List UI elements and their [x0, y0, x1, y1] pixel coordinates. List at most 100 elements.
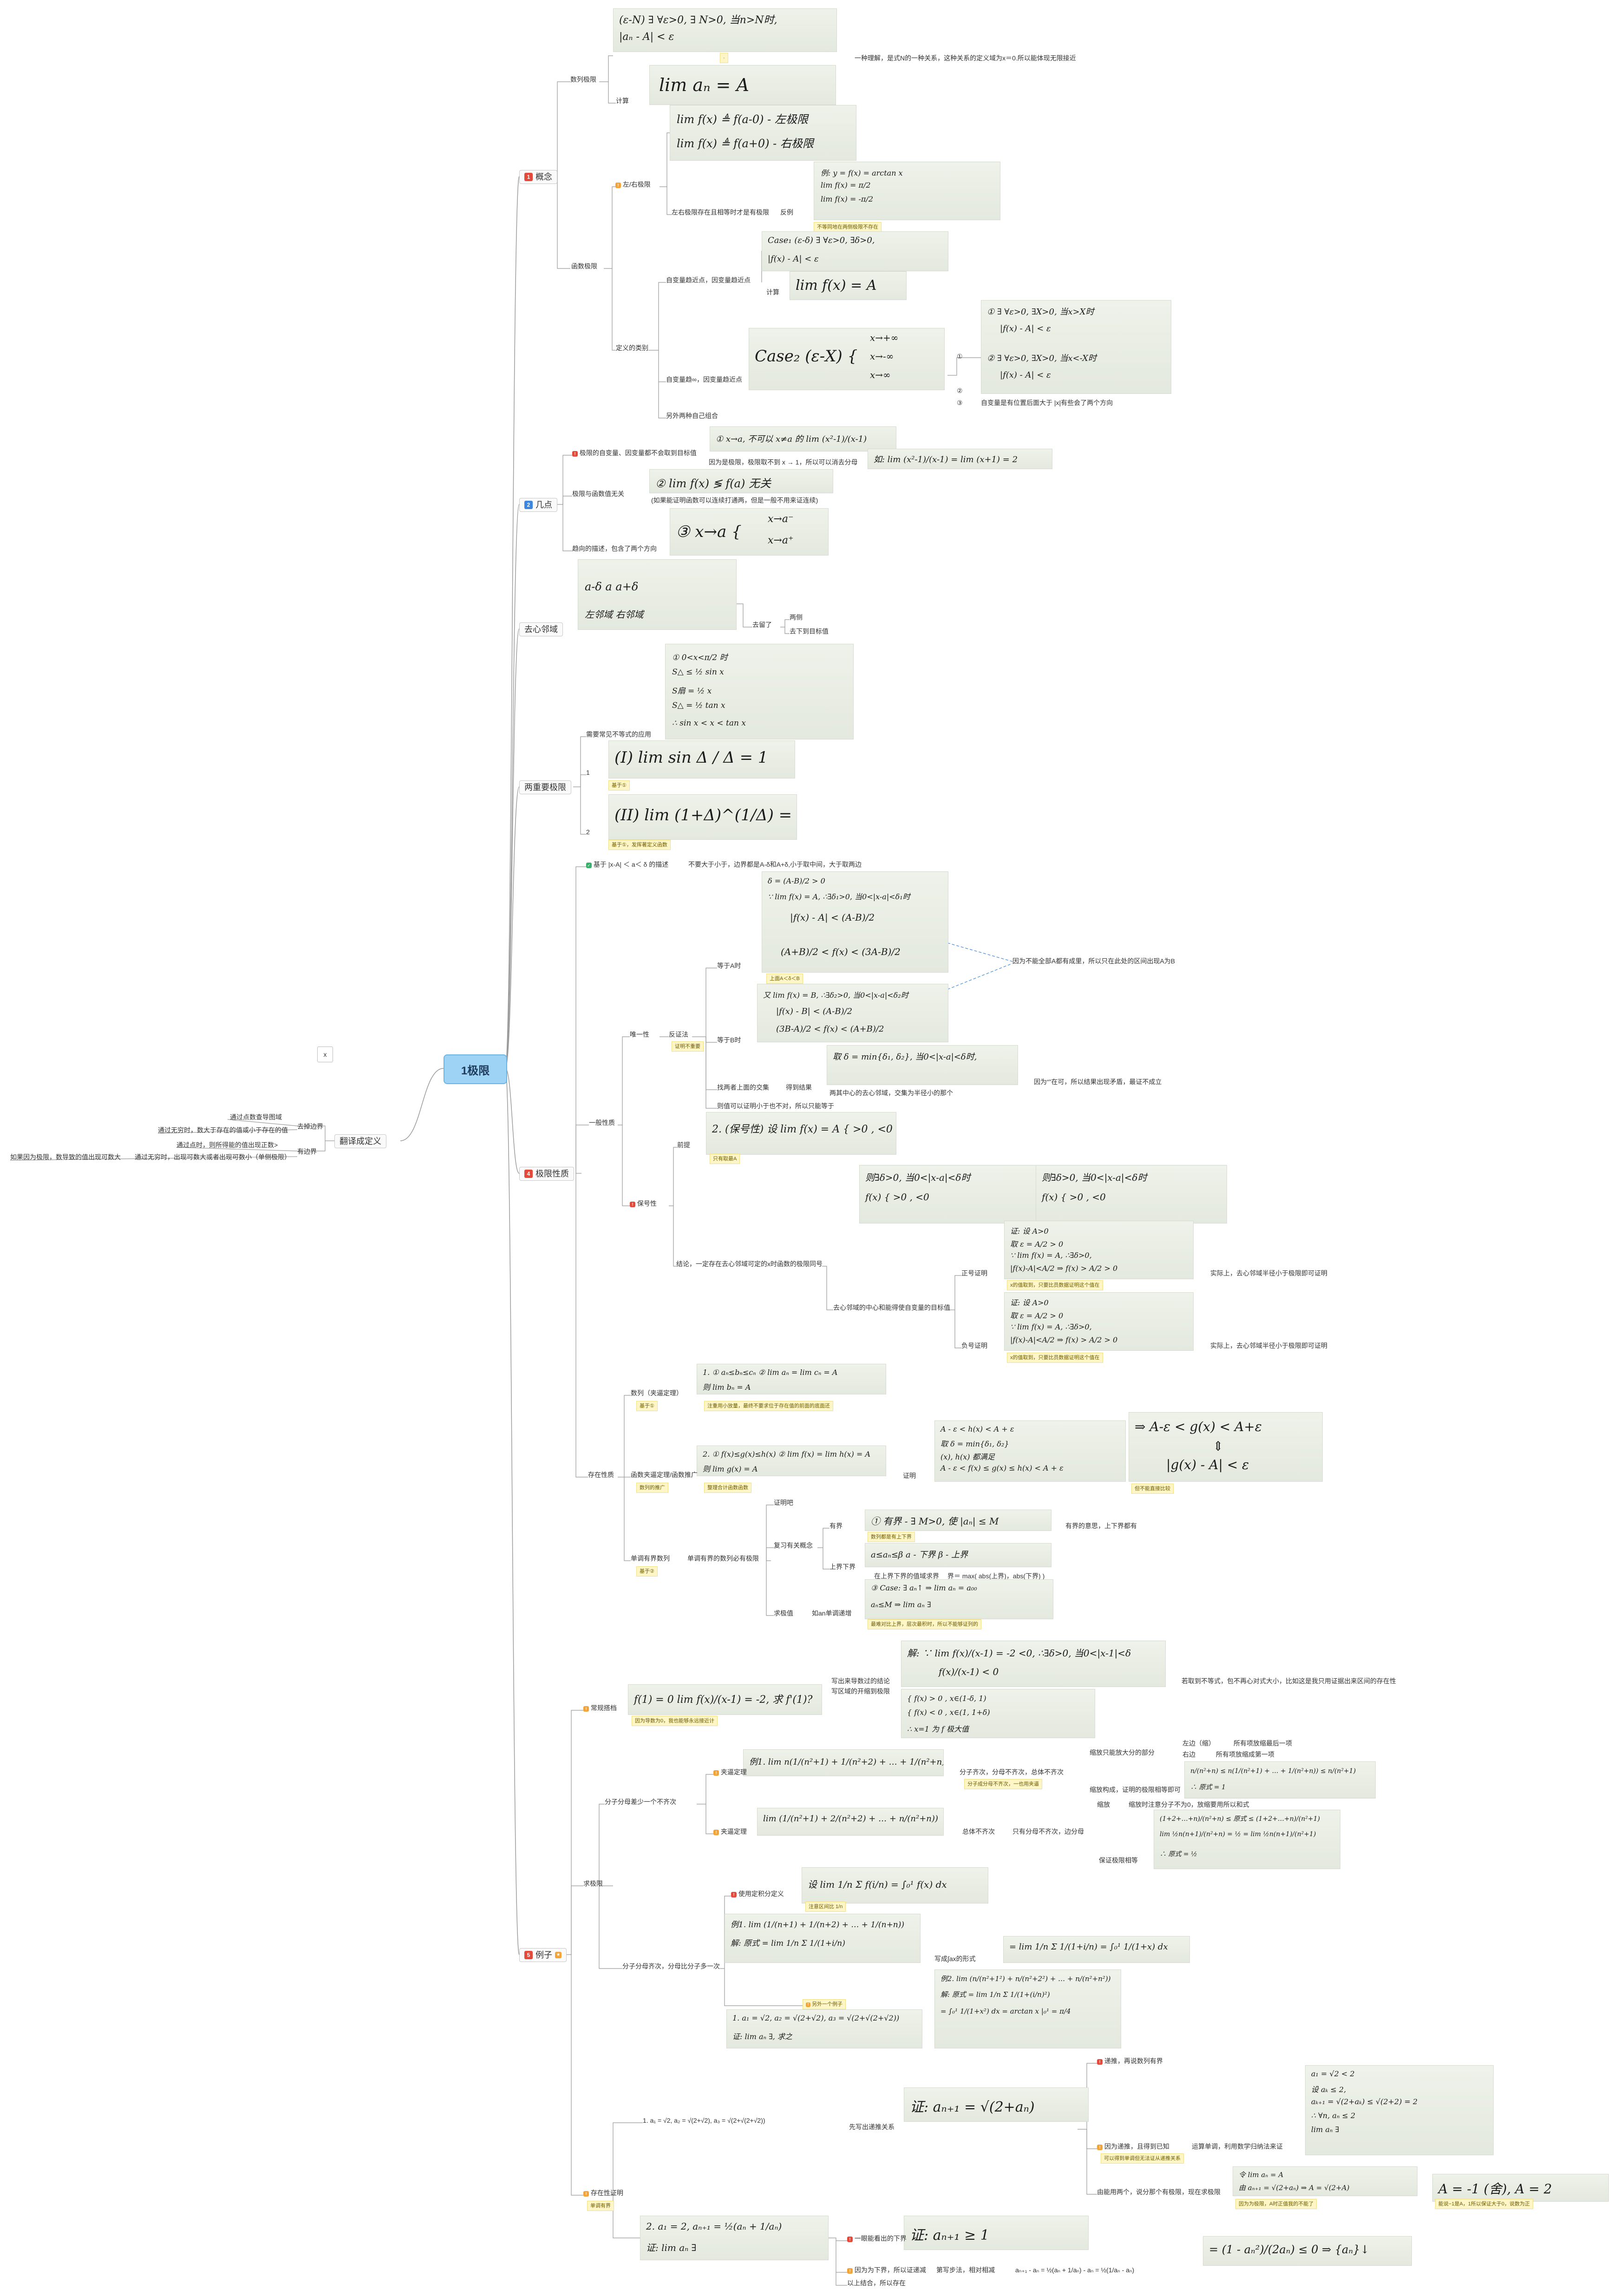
topic-two-limits[interactable]: 两重要极限 [519, 780, 571, 794]
equal-b-label: 等于B时 [717, 1036, 741, 1044]
dashed-note: 因为不能全部A都有成里，所以只在此处的区间出现A为B [1012, 957, 1175, 965]
pr-1 [575, 866, 586, 1174]
uniqueness-label: 唯一性 [630, 1031, 649, 1038]
topic-concept[interactable]: 1 概念 [519, 170, 557, 184]
topic-label: 概念 [535, 172, 552, 182]
pr-4 [618, 1036, 630, 1125]
handwritten-sign-split-image: { f(x) > 0 , x∈(1-δ, 1) { f(x) < 0 , x∈(… [901, 1689, 1095, 1738]
two-limits-label0: 需要常见不等式的应用 [586, 731, 651, 738]
ex-7 [817, 1528, 829, 1548]
pr-8 [705, 1037, 717, 1043]
priority-2-icon: 2 [524, 501, 533, 509]
ex4-diff-text: aₙ₊₁ - aₙ = ½(aₙ + 1/aₙ) - aₙ = ½(1/aₙ -… [1015, 2266, 1135, 2274]
note-marker: · [720, 53, 728, 63]
bounded-label: 有界 [829, 1522, 842, 1530]
handwritten-ub-image: a≤aₙ≤β a - 下界 β - 上界 [865, 1543, 1051, 1567]
pr-3 [575, 1173, 588, 1478]
handwritten-limit-II-image: (II) lim (1+Δ)^(1/Δ) = e [608, 794, 797, 840]
ub-note2: 界＝ max( abs(上界)，abs(下界) ) [947, 1572, 1045, 1580]
local-sign-label: ! 保号性 [630, 1199, 657, 1208]
bounded-r: 有界的意思，上下界都有 [1065, 1522, 1137, 1530]
point-1-note: 因为是极限，极限取不到 x → 1，所以可以消去分母 [709, 458, 858, 466]
one-sided-note: 左右极限存在且相等时才是有极限 [672, 209, 769, 216]
root-topic-line-2 [505, 628, 520, 1069]
collapse-toggle[interactable]: x [317, 1047, 333, 1062]
handwritten-squeeze-proof-image: A - ε < h(x) < A + ε 取 δ = min{δ₁, δ₂} (… [934, 1420, 1126, 1482]
handwritten-neighborhood-image: a-δ a a+δ 左邻域 右邻域 [578, 559, 737, 630]
notation-label: 计算 [616, 97, 629, 105]
proof-r: 保证极限相等 [1099, 1857, 1138, 1864]
root-left-line [400, 1068, 444, 1141]
handwritten-seq-def-image: (ε-N) ∃ ∀ε>0, ∃ N>0, 当n>N时, |aₙ - A| < ε [613, 8, 837, 52]
handwritten-pos-proof-image: 证: 设 A>0 取 ε = A/2 > 0 ∵ lim f(x) = A, ∴… [1004, 1221, 1194, 1279]
pr-15 [954, 1310, 961, 1348]
dashed-1 [947, 942, 1013, 962]
riemann-note: 注意区间比 1/n [805, 1902, 846, 1912]
pr-5 [622, 1125, 630, 1206]
monotone-note: 单调有界的数列必有极限 [687, 1555, 759, 1562]
neighborhood-action: 去留了 [752, 621, 772, 628]
finding-label: 求极限 [583, 1880, 603, 1887]
numer-label: 分子分母差少一个不齐次 [605, 1798, 676, 1805]
one-sided-label: ! 左/右极限 [615, 180, 651, 189]
root-topic-line-0 [505, 176, 520, 1069]
ub-lb-label: 上界下界 [829, 1563, 855, 1570]
topic-translate-definition[interactable]: 翻译成定义 [334, 1134, 386, 1148]
squeeze-func-label: 函数夹逼定理/函数推广 [631, 1471, 698, 1478]
var-a-label: 自变量趋近点，因变量趋近点 [666, 276, 751, 284]
numer2-label: 分子分母齐次，分母比分子多一次 [622, 1962, 720, 1970]
limit-II-note: 基于①，发挥著定义函数 [608, 840, 671, 850]
topic-points[interactable]: 2 几点 [519, 498, 557, 512]
another-ex-label: ! 另外一个例子 [803, 1999, 846, 2009]
limit-index-1: 1 [586, 769, 590, 776]
ex3-label-text: 1. a₁ = √2, a₂ = √(2+√2), a₃ = √(2+√(2+√… [643, 2117, 765, 2124]
riemann-label: ! 使用定积分定义 [731, 1890, 784, 1898]
eg-9 [724, 1969, 803, 2006]
handwritten-limit-eq-image: 令 lim aₙ = A 由 aₙ₊₁ = √(2+aₙ) ⇒ A = √(2+… [1233, 2166, 1417, 2196]
find-note: 最难对比上界，层次最积时，所以不能够证列的 [868, 1619, 981, 1629]
equal-a-label: 等于A时 [717, 962, 741, 969]
ex3-note: ! 因为递推，且得到已知 [1097, 2142, 1169, 2151]
conclusion-b: 因为“”在可，所以结果出现矛盾，最证不成立 [1034, 1078, 1162, 1086]
riemann-r: 写成∫ax的形式 [934, 1955, 976, 1962]
monotone-note2: 基于② [636, 1566, 658, 1576]
priority-4-icon: 4 [524, 1170, 533, 1178]
ex-3 [624, 1477, 631, 1561]
ex1-note: 分子齐次，分母不齐次，总体不齐次 [960, 1768, 1064, 1776]
shrink-label: 缩放 [1097, 1801, 1110, 1808]
eg-13 [836, 2241, 847, 2273]
topic-examples[interactable]: 5 例子 ★ [519, 1948, 567, 1962]
eg-11 [613, 2195, 640, 2238]
pr-9 [705, 1037, 717, 1090]
topic-label: 翻译成定义 [340, 1137, 381, 1146]
compute-first-r: 若取到不等式，包不再心对式大小，比如这是我只用证据出来区间的存在性 [1182, 1677, 1396, 1685]
shrink-r: 缩放时注意分子不为0，放缩要用所以和式 [1129, 1801, 1249, 1808]
squeeze-label: 数列（夹逼定理） [631, 1389, 683, 1397]
ex3-note2: 可以得到单调但无法证从递推关系 [1101, 2153, 1184, 2164]
handwritten-ex3-image: 1. a₁ = √2, a₂ = √(2+√2), a₃ = √(2+√(2+√… [726, 2009, 922, 2048]
neg-proof-label: 负号证明 [961, 1342, 987, 1349]
handwritten-ex2-proof-image: (1+2+…+n)/(n²+n) ≤ 原式 ≤ (1+2+…+n)/(n²+1)… [1154, 1810, 1340, 1869]
topic-label: 两重要极限 [524, 783, 566, 792]
left-has-boundary: 有边界 [297, 1148, 317, 1155]
prove-it-label: 证明吧 [774, 1499, 793, 1506]
eg-2 [571, 1885, 583, 1955]
root-node[interactable]: 1极限 [444, 1054, 507, 1084]
find-r: 如an单调递增 [812, 1609, 852, 1617]
topic-neighborhood[interactable]: 去心邻域 [519, 622, 563, 636]
proof-note2: 上面A＜δ＜B [766, 974, 803, 984]
eg-16 [1086, 2129, 1097, 2149]
left-has-boundary-b: 通过无穷时，出现可数大或者出现可数小（单侧极限） [135, 1153, 291, 1161]
pt-3 [562, 504, 572, 551]
ex3-r: 先写出递推关系 [849, 2123, 895, 2131]
point-3: 趋向的描述，包含了两个方向 [572, 545, 657, 552]
review-label: 复习有关概念 [774, 1542, 813, 1549]
take-min-label: 找两者上面的交集 [717, 1084, 769, 1091]
eg-12 [828, 2237, 847, 2241]
handwritten-riemann-res-image: = lim 1/n Σ 1/(1+i/n) = ∫₀¹ 1/(1+x) dx [1003, 1936, 1190, 1963]
handwritten-ex2-image: lim (1/(n²+1) + 2/(n²+2) + … + n/(n²+n)) [757, 1808, 944, 1836]
hospital-note: 因为导数为0，我也能够永远接近计 [632, 1716, 718, 1726]
topic-properties[interactable]: 4 极限性质 [519, 1167, 574, 1181]
handwritten-point3-image: ③ x→a { x→a⁻ x→a⁺ [670, 508, 829, 556]
neg-result: 实际上，去心邻域半径小于极限即可证明 [1210, 1342, 1327, 1349]
